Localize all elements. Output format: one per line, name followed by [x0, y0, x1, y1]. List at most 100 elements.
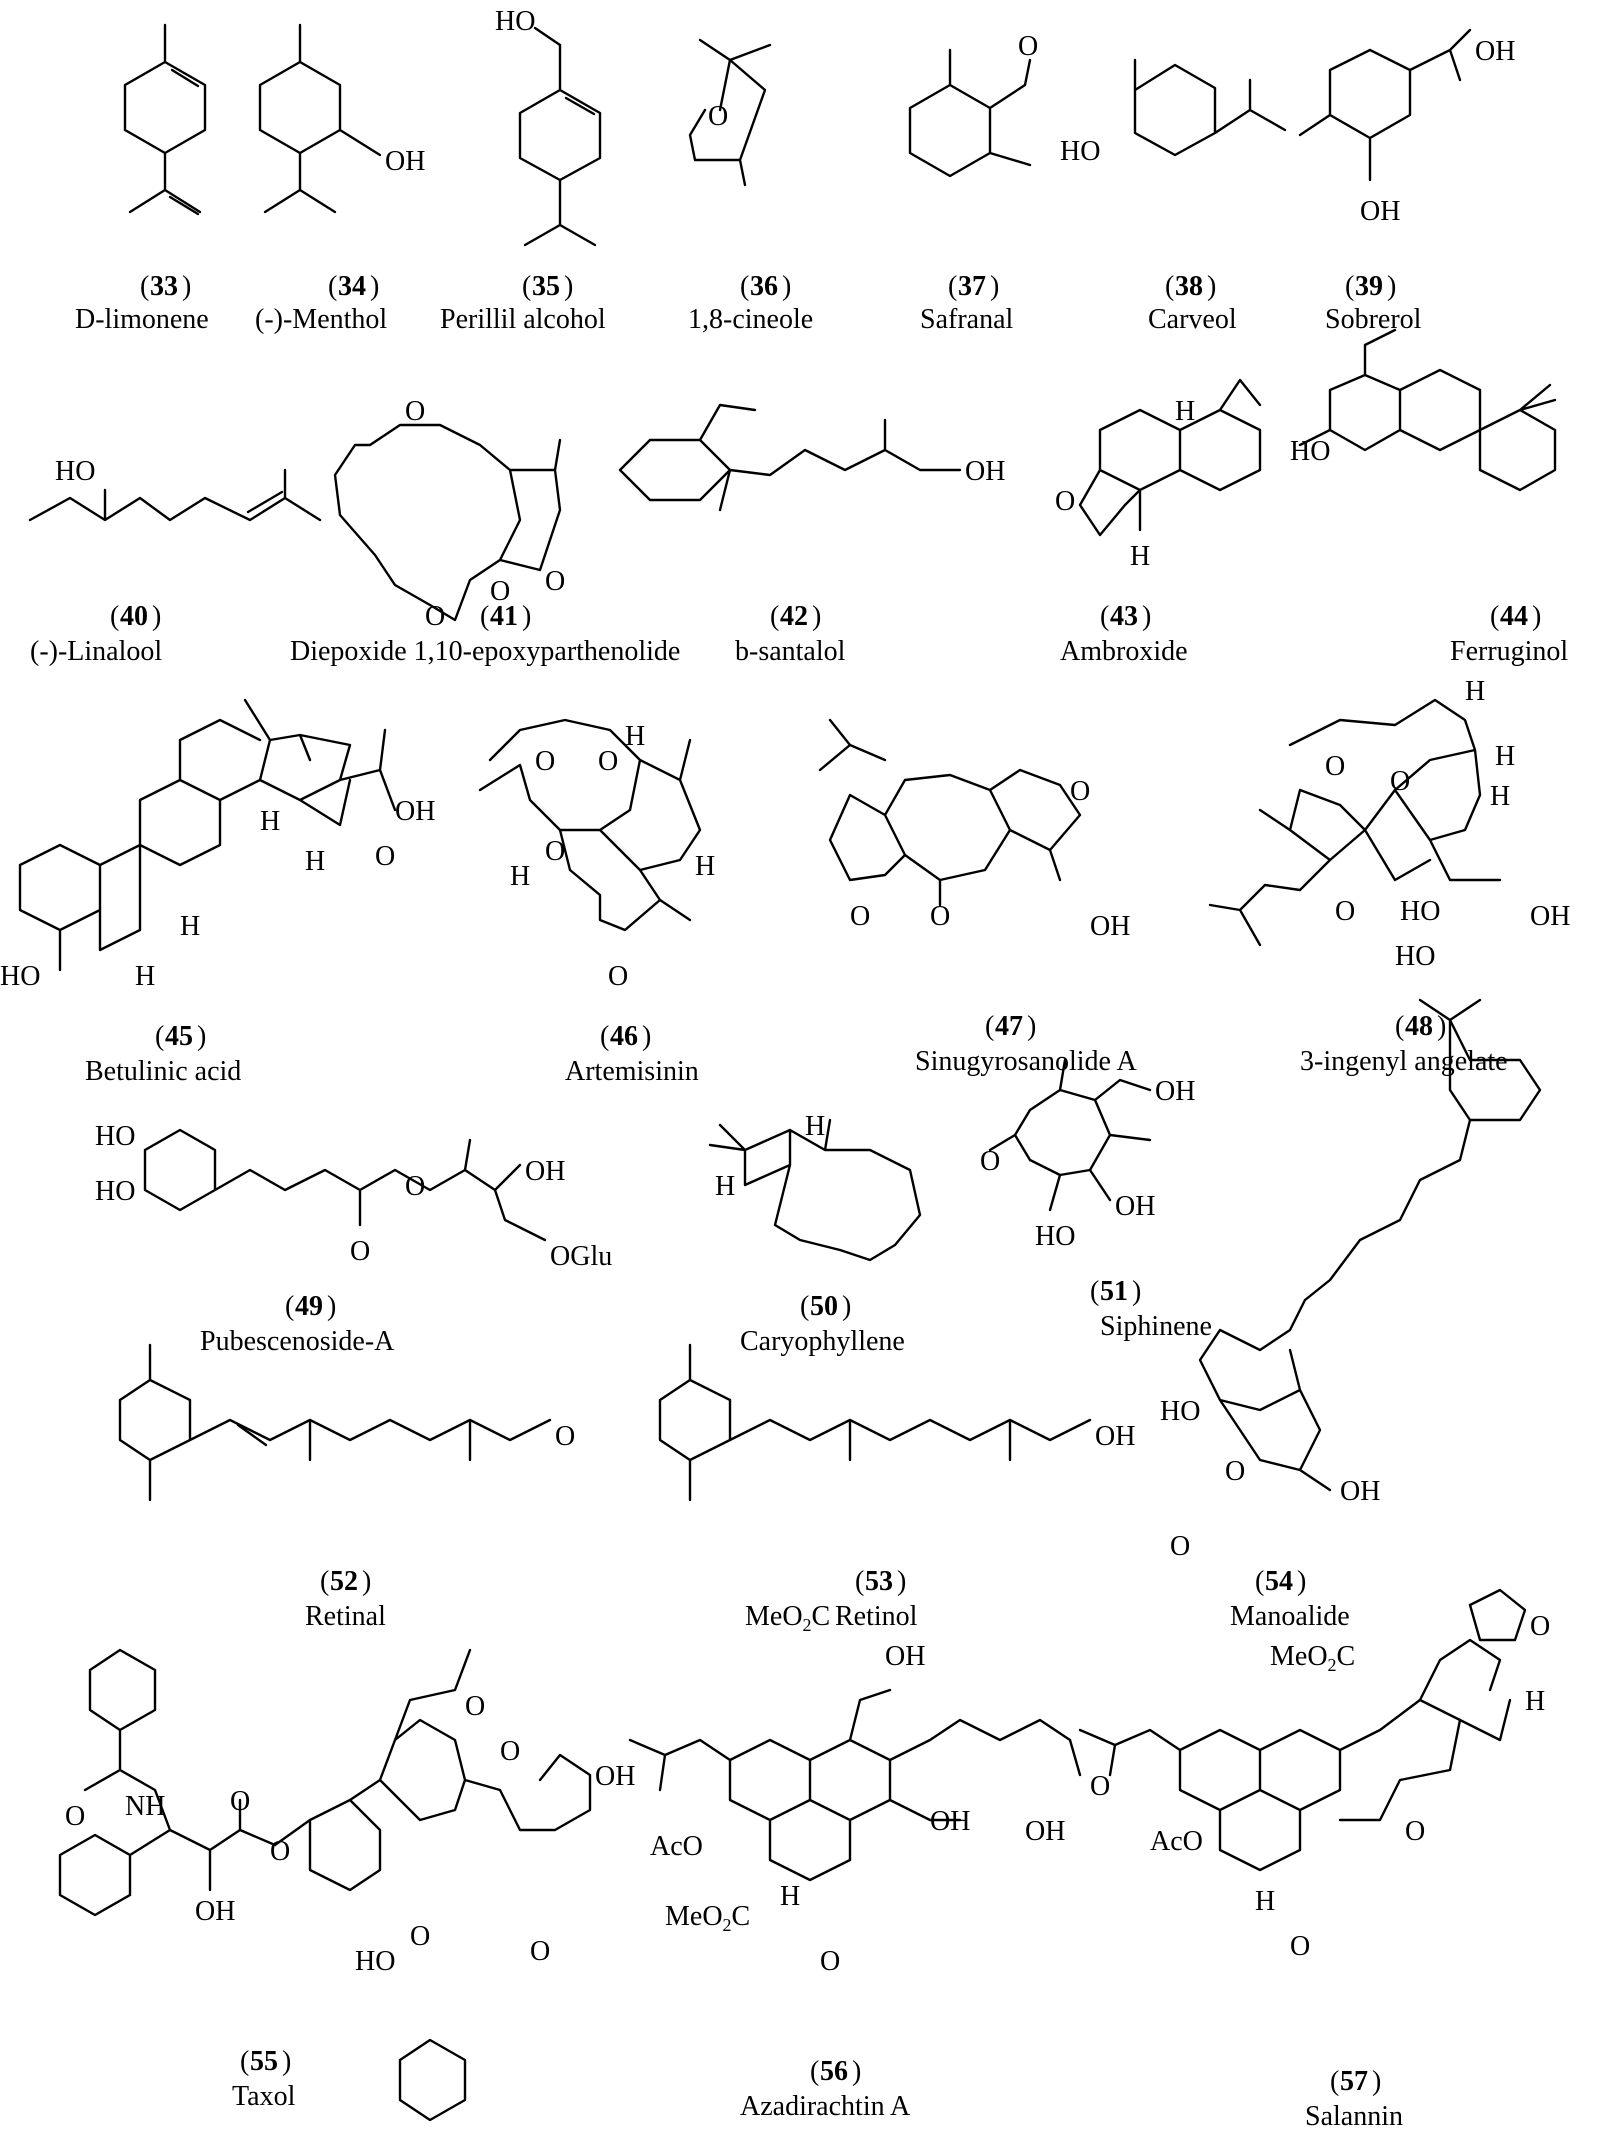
atom-oh: OH — [195, 1896, 235, 1927]
atom-aco: AcO — [1150, 1826, 1203, 1857]
svg-text:Azadirachtin A: Azadirachtin A — [740, 2091, 911, 2122]
svg-text:33: 33 — [150, 271, 178, 302]
svg-text:): ) — [990, 271, 999, 302]
structure-42 — [618, 403, 962, 512]
atom-ho: HO — [495, 6, 535, 37]
svg-text:(: ( — [240, 2046, 249, 2077]
svg-text:(: ( — [110, 601, 119, 632]
svg-text:(: ( — [140, 271, 149, 302]
atom-o: O — [1170, 1531, 1190, 1562]
svg-text:): ) — [782, 271, 791, 302]
svg-text:): ) — [642, 1021, 651, 1052]
svg-text:Siphinene: Siphinene — [1100, 1311, 1212, 1342]
svg-text:): ) — [1437, 1011, 1446, 1042]
svg-text:50: 50 — [810, 1291, 838, 1322]
svg-text:46: 46 — [610, 1021, 638, 1052]
svg-text:(: ( — [522, 271, 531, 302]
atom-oh: OH — [885, 1641, 925, 1672]
atom-ho: HO — [55, 456, 95, 487]
atom-o: O — [1070, 776, 1090, 807]
atom-ho: HO — [355, 1946, 395, 1977]
svg-text:): ) — [282, 2046, 291, 2077]
svg-text:Artemisinin: Artemisinin — [565, 1056, 699, 1087]
svg-text:Manoalide: Manoalide — [1230, 1601, 1350, 1632]
svg-text:40: 40 — [120, 601, 148, 632]
atom-ho: HO — [1160, 1396, 1200, 1427]
atom-h: H — [1255, 1886, 1275, 1917]
label-38: (38)Carveol — [1148, 271, 1237, 335]
svg-text:): ) — [842, 1291, 851, 1322]
atom-h: H — [1495, 741, 1515, 772]
atom-h: H — [780, 1881, 800, 1912]
structure-47 — [818, 718, 1082, 907]
svg-text:(: ( — [1395, 1011, 1404, 1042]
svg-text:): ) — [564, 271, 573, 302]
svg-text:): ) — [1387, 271, 1396, 302]
svg-text:(: ( — [1165, 271, 1174, 302]
structure-44 — [1298, 328, 1557, 492]
atom-o: O — [535, 746, 555, 777]
svg-text:Ferruginol: Ferruginol — [1450, 636, 1568, 667]
structure-51 — [988, 1058, 1152, 1212]
label-53: (53)Retinol — [835, 1566, 918, 1632]
atom-h: H — [1490, 781, 1510, 812]
label-51: (51)Siphinene — [1090, 1276, 1212, 1342]
atom-ho: HO — [1060, 136, 1100, 167]
svg-text:): ) — [362, 1566, 371, 1597]
label-47: (47)Sinugyrosanolide A — [915, 1011, 1137, 1077]
label-39: (39)Sobrerol — [1325, 271, 1422, 335]
atom-o: O — [270, 1836, 290, 1867]
svg-text:Caryophyllene: Caryophyllene — [740, 1326, 905, 1357]
atom-oh: OH — [930, 1806, 970, 1837]
svg-text:): ) — [1207, 271, 1216, 302]
atom-h: H — [260, 806, 280, 837]
svg-text:): ) — [897, 1566, 906, 1597]
atom-meo2c: MeO2C — [745, 1601, 830, 1635]
label-50: (50)Caryophyllene — [740, 1291, 905, 1357]
svg-text:): ) — [1532, 601, 1541, 632]
atom-oh: OH — [1340, 1476, 1380, 1507]
svg-text:47: 47 — [995, 1011, 1023, 1042]
svg-text:Sinugyrosanolide A: Sinugyrosanolide A — [915, 1046, 1137, 1077]
atom-oglu: OGlu — [550, 1241, 612, 1272]
structure-40 — [28, 468, 322, 522]
atom-h: H — [305, 846, 325, 877]
structure-54 — [1198, 998, 1542, 1492]
svg-text:(: ( — [855, 1566, 864, 1597]
label-37: (37)Safranal — [920, 271, 1014, 335]
atom-o: O — [465, 1691, 485, 1722]
svg-text:(: ( — [480, 601, 489, 632]
svg-text:(: ( — [985, 1011, 994, 1042]
atom-meo2c: MeO2C — [665, 1901, 750, 1935]
label-34: (34)(-)-Menthol — [255, 271, 387, 335]
svg-text:(: ( — [1490, 601, 1499, 632]
svg-text:(: ( — [285, 1291, 294, 1322]
svg-text:56: 56 — [820, 2056, 848, 2087]
structure-34 — [258, 23, 382, 214]
atom-o: O — [65, 1801, 85, 1832]
atom-o: O — [1405, 1816, 1425, 1847]
atom-o: O — [1090, 1771, 1110, 1802]
atom-oh: OH — [395, 796, 435, 827]
atom-oh: OH — [525, 1156, 565, 1187]
svg-text:): ) — [327, 1291, 336, 1322]
atom-oh: OH — [1360, 196, 1400, 227]
svg-text:Pubescenoside-A: Pubescenoside-A — [200, 1326, 395, 1357]
atom-h: H — [1130, 541, 1150, 572]
label-55: (55)Taxol — [232, 2046, 296, 2112]
atom-ho: HO — [0, 961, 40, 992]
svg-text:(: ( — [1100, 601, 1109, 632]
atom-ho: HO — [1035, 1221, 1075, 1252]
svg-text:D-limonene: D-limonene — [75, 304, 209, 335]
svg-text:): ) — [1372, 2066, 1381, 2097]
label-46: (46)Artemisinin — [565, 1021, 699, 1087]
atom-h: H — [715, 1171, 735, 1202]
atom-o: O — [1290, 1931, 1310, 1962]
atom-o: O — [545, 836, 565, 867]
svg-text:53: 53 — [865, 1566, 893, 1597]
label-44: (44)Ferruginol — [1450, 601, 1568, 667]
atom-o: O — [405, 1171, 425, 1202]
svg-text:(: ( — [1330, 2066, 1339, 2097]
structure-36 — [688, 38, 772, 187]
svg-text:Retinal: Retinal — [305, 1601, 386, 1632]
